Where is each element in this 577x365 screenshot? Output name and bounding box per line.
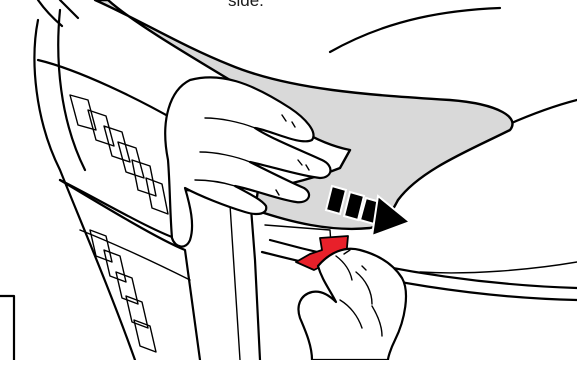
grille <box>70 95 168 352</box>
bumper-edge-line <box>420 262 577 273</box>
corner-bracket <box>0 296 14 360</box>
left-hand-sleeve <box>38 0 78 26</box>
body-left-outline <box>34 20 135 360</box>
front-panel-inner <box>230 205 240 360</box>
hood-back-edge <box>330 8 500 52</box>
headlamp-frame <box>38 60 180 240</box>
caption-text: side. <box>228 0 288 11</box>
body-left-inner <box>58 10 85 170</box>
